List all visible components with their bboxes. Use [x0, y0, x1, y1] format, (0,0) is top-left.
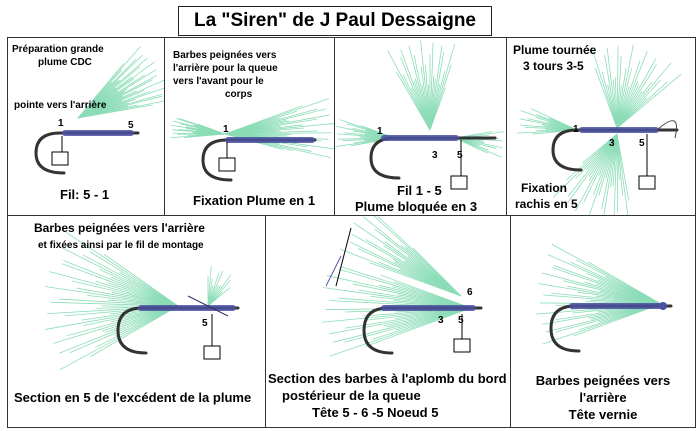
- step1-caption-line1: Préparation grande: [12, 44, 104, 55]
- step6-caption-bottom-2: postérieur de la queue: [282, 388, 421, 403]
- fly-drawing-2: [170, 98, 335, 182]
- rachis: [656, 120, 677, 139]
- step-panel-2: Barbes peignées vers l'arrière pour la q…: [164, 37, 336, 217]
- step-panel-3: 1 3 5 Fil 1 - 5 Plume bloquée en 3: [334, 37, 508, 217]
- step6-mark-5: 5: [458, 315, 464, 326]
- step1-caption-mid: pointe vers l'arrière: [14, 100, 107, 111]
- step4-mark-5: 5: [639, 138, 645, 149]
- step4-mark-1: 1: [573, 124, 579, 135]
- step-panel-4: Plume tournée 3 tours 3-5 1 3 5 Fixation…: [506, 37, 696, 217]
- page-title: La "Siren" de J Paul Dessaigne: [178, 6, 492, 36]
- step-panel-7: Barbes peignées vers l'arrière Tête vern…: [510, 215, 696, 428]
- step6-mark-3: 3: [438, 315, 444, 326]
- wound-hackle-top: [591, 44, 682, 129]
- tail-barbs: [536, 243, 662, 345]
- thread-body: [381, 135, 459, 141]
- fly-drawing-6: [321, 216, 483, 357]
- step2-caption-line2: l'arrière pour la queue: [173, 63, 278, 74]
- body-barbs: [224, 98, 335, 159]
- step2-caption-bottom: Fixation Plume en 1: [193, 193, 316, 208]
- step7-caption-bottom-3: Tête vernie: [568, 407, 638, 422]
- step6-caption-bottom-1: Section des barbes à l'aplomb du bord: [268, 371, 507, 386]
- marker-box-5: [203, 345, 221, 360]
- thread-body: [138, 305, 236, 311]
- fly-drawing-3: [335, 40, 505, 190]
- step5-caption-line2: et fixées ainsi par le fil de montage: [38, 240, 204, 251]
- marker-box-5: [638, 175, 656, 190]
- hook: [549, 304, 673, 353]
- hook: [201, 138, 317, 182]
- step1-mark-1: 1: [58, 118, 64, 129]
- thread-body: [569, 303, 663, 309]
- step3-caption-bottom-1: Fil 1 - 5: [397, 183, 442, 198]
- step4-caption-line2: 3 tours 3-5: [523, 59, 584, 73]
- step3-mark-5: 5: [457, 150, 463, 161]
- step-panel-1: Préparation grande plume CDC pointe vers…: [7, 37, 166, 217]
- fly-drawing-7: [536, 243, 673, 353]
- upright-barbs: [387, 40, 456, 131]
- step6-mark-6: 6: [467, 287, 473, 298]
- step1-caption-line2: plume CDC: [38, 57, 92, 68]
- step3-mark-3: 3: [432, 150, 438, 161]
- step-panel-5: Barbes peignées vers l'arrière et fixées…: [7, 215, 267, 428]
- upper-barbs: [339, 216, 462, 297]
- step7-caption-bottom-2: l'arrière: [579, 390, 627, 405]
- step5-caption-bottom: Section en 5 de l'excédent de la plume: [14, 390, 252, 405]
- step3-caption-bottom-2: Plume bloquée en 3: [355, 199, 478, 214]
- tail-barbs: [44, 231, 179, 371]
- wound-hackle-bottom: [553, 133, 630, 216]
- step-panel-6: 6 3 5 Section des barbes à l'aplomb du b…: [265, 215, 512, 428]
- hook: [551, 128, 679, 172]
- fly-drawing-4: [517, 44, 682, 216]
- step1-caption-bottom: Fil: 5 - 1: [60, 187, 110, 202]
- hook: [116, 306, 240, 355]
- tail-barbs: [321, 266, 472, 357]
- excess-barbs: [207, 266, 232, 307]
- scissors-blade: [325, 255, 342, 287]
- step3-mark-1: 1: [377, 126, 383, 137]
- hook: [34, 131, 140, 175]
- thread-body: [579, 127, 659, 133]
- step2-caption-line1: Barbes peignées vers: [173, 50, 277, 61]
- step1-mark-5: 5: [128, 120, 134, 131]
- step2-mark-1: 1: [223, 124, 229, 135]
- varnished-head: [659, 302, 667, 310]
- step4-caption-bottom-2: rachis en 5: [515, 197, 578, 211]
- tail-barbs: [335, 119, 396, 147]
- tail-barbs: [170, 117, 226, 139]
- fly-drawing-1: [34, 46, 165, 175]
- step4-caption-bottom-1: Fixation: [521, 181, 568, 195]
- thread-body: [62, 130, 134, 136]
- marker-box-5: [453, 338, 471, 353]
- step4-mark-3: 3: [609, 138, 615, 149]
- step6-caption-bottom-3: Tête 5 - 6 -5 Noeud 5: [312, 405, 439, 420]
- step2-caption-line3: vers l'avant pour le: [173, 76, 264, 87]
- marker-box-5: [450, 175, 468, 190]
- cut-line: [335, 227, 352, 287]
- step5-mark-5: 5: [202, 318, 208, 329]
- step4-caption-line1: Plume tournée: [513, 43, 597, 57]
- scissors-line: [187, 295, 229, 317]
- cdc-feather: [77, 46, 165, 119]
- fly-drawing-5: [44, 231, 240, 371]
- thread-body: [225, 137, 315, 143]
- hook: [362, 306, 483, 355]
- step2-caption-line4: corps: [225, 89, 253, 100]
- step5-caption-line1: Barbes peignées vers l'arrière: [34, 221, 205, 235]
- thread-body: [381, 305, 476, 311]
- marker-box-1: [218, 157, 236, 172]
- step7-caption-bottom-1: Barbes peignées vers: [535, 373, 671, 388]
- marker-box-1: [51, 151, 69, 166]
